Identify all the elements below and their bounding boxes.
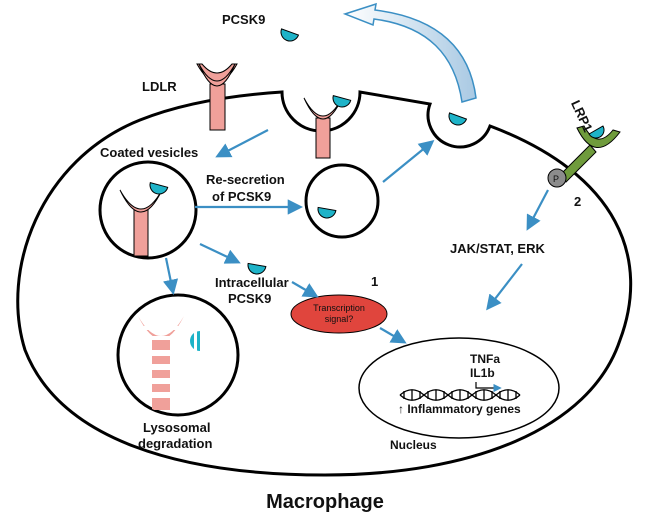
arrow-to-nucleus-2 [486,263,523,311]
pathway-2-number: 2 [574,194,581,209]
transcription-start-arrow [475,382,502,393]
inflammatory-genes-label: ↑ Inflammatory genes [398,402,521,416]
tnfa-label: TNFa [470,352,500,366]
arrow-endocytosis [215,129,269,158]
resecretion-label-line2: of PCSK9 [212,189,271,204]
intracellular-label-line1: Intracellular [215,275,289,290]
cell-title: Macrophage [266,491,384,513]
lysosome [116,293,240,417]
transcription-label-line2: signal? [325,314,354,324]
nucleus [358,337,560,439]
coated-vesicles-label: Coated vesicles [100,145,198,160]
ldlr-receptor-icon [196,63,238,131]
ldlr-label: LDLR [142,79,177,94]
arrow-resecretion-out [382,140,435,183]
nucleus-label: Nucleus [390,438,437,452]
pathway-1-number: 1 [371,274,378,289]
intracellular-label-line2: PCSK9 [228,291,271,306]
resecretion-label-line1: Re-secretion [206,172,285,187]
arrow-intracellular [199,243,241,264]
pcsk9-resecretion-icon [317,206,337,219]
lrp1-label: LRP1 [568,98,596,134]
pcsk9-intracellular-icon [247,262,267,275]
dna-helix-icon [399,389,521,401]
il1b-label: IL1b [470,366,495,380]
phosphate-icon [547,168,567,188]
arrow-lrp1-signal [526,189,549,231]
ldlr-vesicle-icon [119,182,169,257]
lysosomal-label-line2: degradation [138,436,212,451]
arrow-to-transcription [291,281,319,298]
arrow-to-nucleus-1 [379,327,407,344]
transcription-label-line1: Transcription [313,303,365,313]
pcsk9-label: PCSK9 [222,12,265,27]
pcsk9-extracellular-icon [280,28,300,42]
ldlr-pit-icon [303,95,352,159]
degraded-ldlr-icon [138,316,184,410]
lysosomal-label-line1: Lysosomal [143,420,210,435]
lrp1-receptor-icon [547,125,621,188]
degraded-pcsk9-icon [190,330,204,352]
cell-membrane [16,90,633,477]
transcription-signal-node [290,294,388,334]
recycling-arrow [342,2,477,103]
arrow-lysosome [162,257,179,296]
pcsk9-pit-icon [448,112,468,126]
resecretion-vesicle [304,163,380,239]
jak-stat-label: JAK/STAT, ERK [450,241,545,256]
phosphate-label: P [553,174,559,184]
